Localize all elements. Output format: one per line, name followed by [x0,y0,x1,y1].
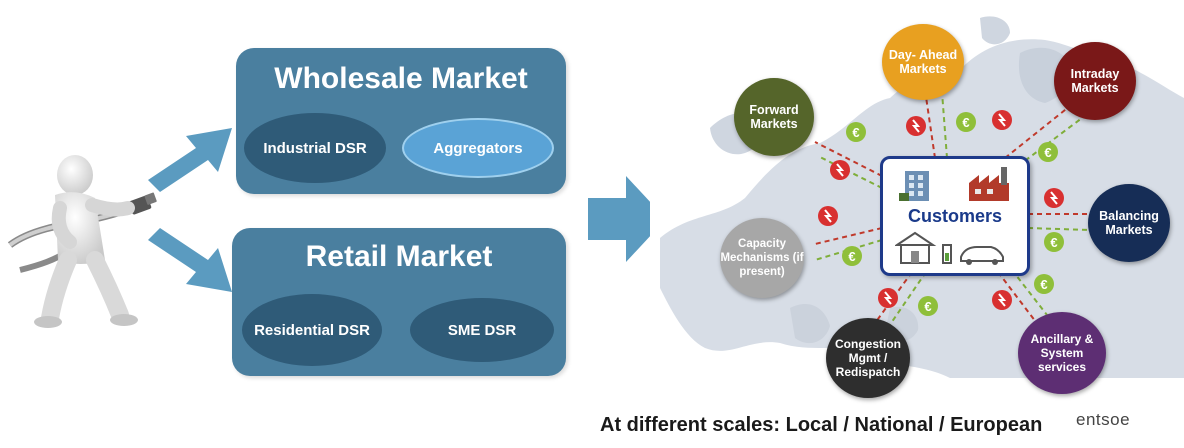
residential-dsr-pill: Residential DSR [242,294,382,366]
arrow-up-right-icon [148,128,232,192]
euro-icon: € [956,112,976,132]
customers-label: Customers [907,206,1003,226]
scales-caption: At different scales: Local / National / … [600,414,1043,436]
arrow-down-right-icon [148,228,232,292]
industrial-dsr-pill: Industrial DSR [244,113,386,183]
factory-icon [969,167,1009,201]
congestion-mgmt-circle: Congestion Mgmt / Redispatch [826,318,910,398]
retail-market-title: Retail Market [305,240,493,273]
wholesale-market-box: Wholesale Market Industrial DSR Aggregat… [236,48,566,194]
wholesale-market-title: Wholesale Market [274,62,528,95]
europe-market-map: € € € € € € € Day- Ahead Markets Intrada… [650,8,1184,398]
retail-market-box: Retail Market Residential DSR SME DSR [232,228,566,376]
day-ahead-markets-circle: Day- Ahead Markets [882,24,964,100]
capacity-mechanisms-circle: Capacity Mechanisms (if present) [720,218,804,298]
forward-markets-circle: Forward Markets [734,78,814,156]
office-building-icon [899,171,929,201]
customers-box: Customers [880,156,1030,276]
footer: At different scales: Local / National / … [600,410,1184,448]
balancing-markets-circle: Balancing Markets [1088,184,1170,262]
euro-icon: € [1034,274,1054,294]
home-ev-icon [895,231,1004,265]
euro-icon: € [918,296,938,316]
split-arrows [148,128,232,292]
aggregators-pill: Aggregators [402,118,554,178]
sme-dsr-pill: SME DSR [410,298,554,362]
euro-icon: € [846,122,866,142]
euro-icon: € [842,246,862,266]
figure-with-cable-illustration [0,150,170,330]
entsoe-logo: entsoe [1076,410,1131,429]
arrow-right-icon [588,176,666,262]
euro-icon: € [1038,142,1058,162]
euro-icon: € [1044,232,1064,252]
intraday-markets-circle: Intraday Markets [1054,42,1136,120]
ancillary-services-circle: Ancillary & System services [1018,312,1106,394]
